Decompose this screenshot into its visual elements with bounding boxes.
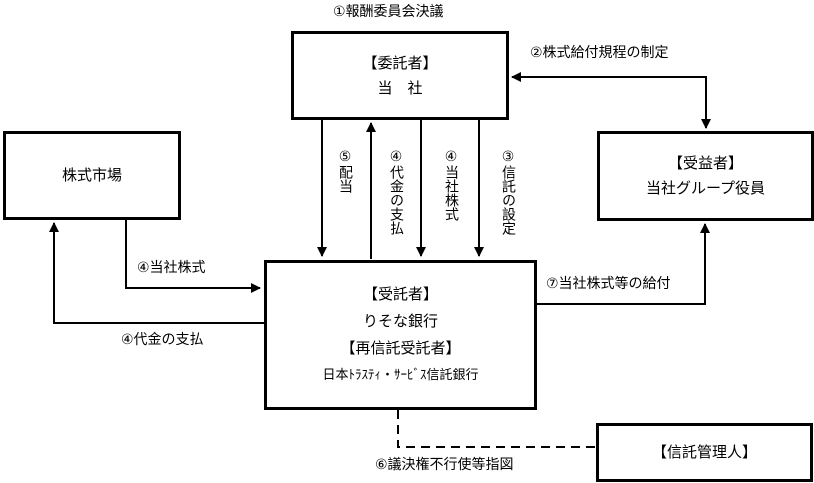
dividend-label: ⑤配当 xyxy=(337,149,353,193)
regulation-label: ②株式給付規程の制定 xyxy=(530,45,669,61)
market-shares-arrow xyxy=(125,220,261,293)
retrustee-name: 日本ﾄﾗｽﾃｨ・ｻｰﾋﾞｽ信託銀行 xyxy=(322,368,479,383)
regulation-arrow xyxy=(511,72,711,129)
administrator-box: 【信託管理人】 xyxy=(596,423,813,482)
company-box: 【委託者】 当 社 xyxy=(291,31,509,120)
trustee-box: 【受託者】 りそな銀行 【再信託受託者】 日本ﾄﾗｽﾃｨ・ｻｰﾋﾞｽ信託銀行 xyxy=(264,260,537,410)
voting-instruction-label: ⑥議決権不行使等指図 xyxy=(375,457,514,473)
retrustee-role: 【再信託受託者】 xyxy=(340,339,461,357)
trust-setup-label: ③信託の設定 xyxy=(500,149,516,235)
beneficiary-role: 【受益者】 xyxy=(667,154,743,172)
company-role: 【委託者】 xyxy=(362,53,438,72)
market-payment-arrow xyxy=(49,222,264,324)
trustee-name: りそな銀行 xyxy=(362,312,438,330)
delivery-arrow xyxy=(536,223,710,305)
beneficiary-name: 当社グループ役員 xyxy=(645,179,766,197)
beneficiary-box: 【受益者】 当社グループ役員 xyxy=(597,131,814,221)
market-payment-label: ④代金の支払 xyxy=(121,332,204,348)
resolution-label: ①報酬委員会決議 xyxy=(333,4,444,20)
voting-instruction-line xyxy=(397,410,596,448)
trustee-role: 【受託者】 xyxy=(362,285,438,303)
delivery-label: ⑦当社株式等の給付 xyxy=(546,276,671,292)
company-name: 当 社 xyxy=(377,78,423,97)
market-name: 株式市場 xyxy=(61,166,122,184)
shares-to-trustee-label: ④当社株式 xyxy=(443,149,459,221)
payment-to-company-label: ④代金の支払 xyxy=(388,149,404,235)
market-box: 株式市場 xyxy=(3,131,181,220)
administrator-role: 【信託管理人】 xyxy=(651,443,757,461)
market-shares-label: ④当社株式 xyxy=(137,260,206,276)
